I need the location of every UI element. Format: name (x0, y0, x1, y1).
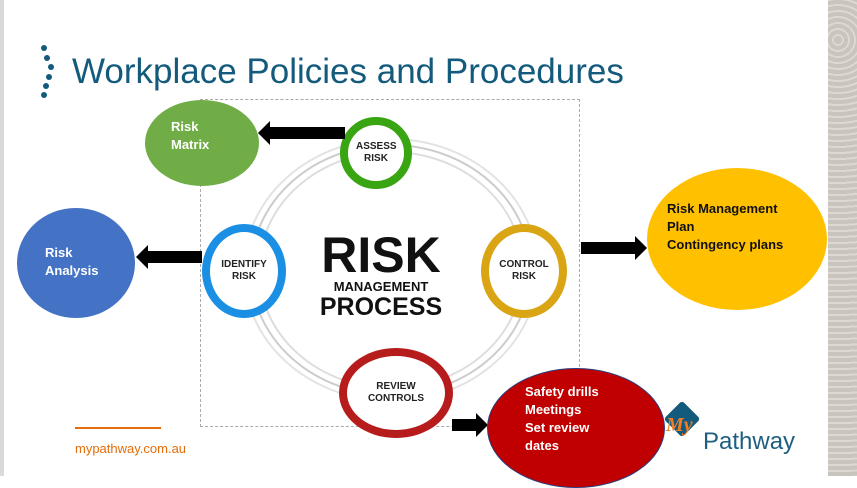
slide-title: Workplace Policies and Procedures (72, 52, 624, 91)
callout-text: Risk Management (667, 201, 778, 216)
arrow-right-icon (452, 413, 488, 437)
callout-text: Safety drills (525, 384, 599, 399)
callout-text: Set review (525, 420, 590, 435)
callout-text: Analysis (45, 263, 99, 278)
callout-text: Risk (45, 245, 73, 260)
callout-text: Meetings (525, 402, 582, 417)
callout-text: Risk (171, 119, 199, 134)
step-control-risk: CONTROL RISK (481, 224, 567, 318)
risk-process-image[interactable]: ASSESS RISK IDENTIFY RISK CONTROL RISK R… (200, 99, 580, 438)
center-risk: RISK (321, 227, 441, 283)
mypathway-logo: My Pathway (663, 400, 803, 455)
logo-letters: My (666, 414, 693, 436)
callout-text: dates (525, 438, 559, 453)
callout-risk-analysis[interactable]: Risk Analysis (17, 208, 135, 318)
logo-text: Pathway (703, 428, 796, 455)
footer-url[interactable]: mypathway.com.au (75, 441, 187, 456)
callout-review-actions[interactable]: Safety drills Meetings Set review dates (487, 368, 665, 488)
footer-divider (75, 427, 161, 429)
arrow-left-icon (136, 245, 202, 269)
callout-text: Matrix (171, 137, 210, 152)
center-label: RISK MANAGEMENT PROCESS (311, 230, 451, 320)
center-management: MANAGEMENT (333, 279, 429, 294)
callout-risk-matrix[interactable]: Risk Matrix (145, 100, 259, 186)
step-assess-risk: ASSESS RISK (340, 117, 412, 189)
arrow-right-icon (581, 236, 647, 260)
callout-control-plans[interactable]: Risk Management Plan Contingency plans (647, 168, 827, 310)
arrow-left-icon (258, 121, 345, 145)
callout-text: Contingency plans (667, 237, 784, 252)
callout-text: Plan (667, 219, 695, 234)
step-review-controls: REVIEW CONTROLS (339, 348, 453, 438)
slide-left-border (0, 0, 4, 476)
step-identify-risk: IDENTIFY RISK (202, 224, 286, 318)
decorative-pattern-strip (828, 0, 857, 476)
center-process: PROCESS (319, 293, 443, 321)
